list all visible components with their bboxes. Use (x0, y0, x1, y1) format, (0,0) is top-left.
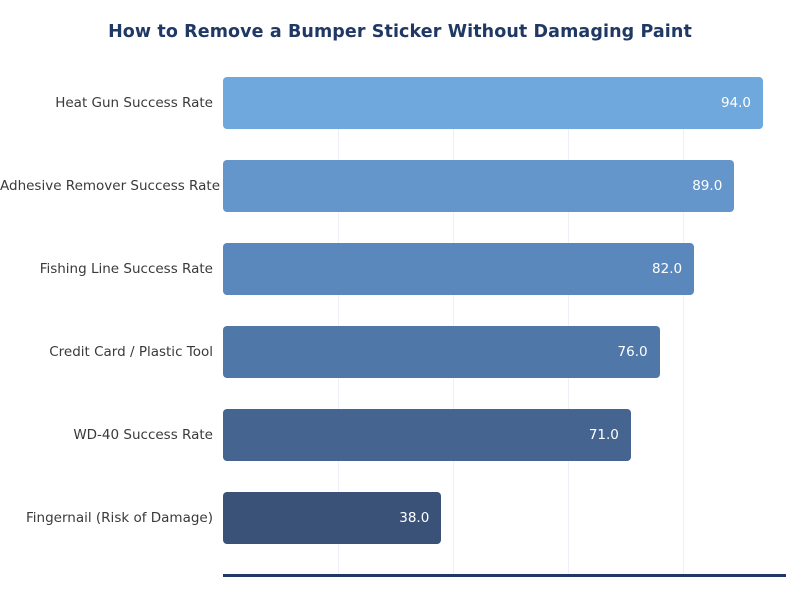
bar-value-label-1: 89.0 (692, 178, 723, 194)
y-axis-category-labels: Heat Gun Success Rate Adhesive Remover S… (0, 77, 221, 574)
y-axis-label-5: Fingernail (Risk of Damage) (26, 510, 213, 526)
bar-value-label-4: 71.0 (588, 427, 619, 443)
bar-value-label-5: 38.0 (399, 510, 430, 526)
bar-value-label-3: 76.0 (617, 344, 648, 360)
bar-value-label-0: 94.0 (720, 95, 752, 111)
y-axis-label-0: Heat Gun Success Rate (55, 95, 213, 111)
chart-title: How to Remove a Bumper Sticker Without D… (108, 22, 692, 42)
bar-2[interactable]: 82.0 (223, 243, 695, 295)
y-axis-label-1: Adhesive Remover Success Rate (0, 178, 221, 194)
y-axis-label-3: Credit Card / Plastic Tool (49, 344, 213, 360)
plot-area: 94.0 89.0 82.0 76.0 71.0 (223, 77, 786, 574)
bar-value-label-2: 82.0 (652, 261, 683, 277)
x-axis-baseline (223, 574, 786, 577)
y-axis-label-4: WD-40 Success Rate (73, 427, 213, 443)
bar-0[interactable]: 94.0 (223, 77, 764, 129)
y-axis-label-2: Fishing Line Success Rate (39, 261, 213, 277)
bar-5[interactable]: 38.0 (223, 492, 442, 544)
bar-3[interactable]: 76.0 (223, 326, 660, 378)
bar-4[interactable]: 71.0 (223, 409, 631, 461)
bars-layer: 94.0 89.0 82.0 76.0 71.0 (223, 77, 786, 574)
bar-1[interactable]: 89.0 (223, 160, 735, 212)
